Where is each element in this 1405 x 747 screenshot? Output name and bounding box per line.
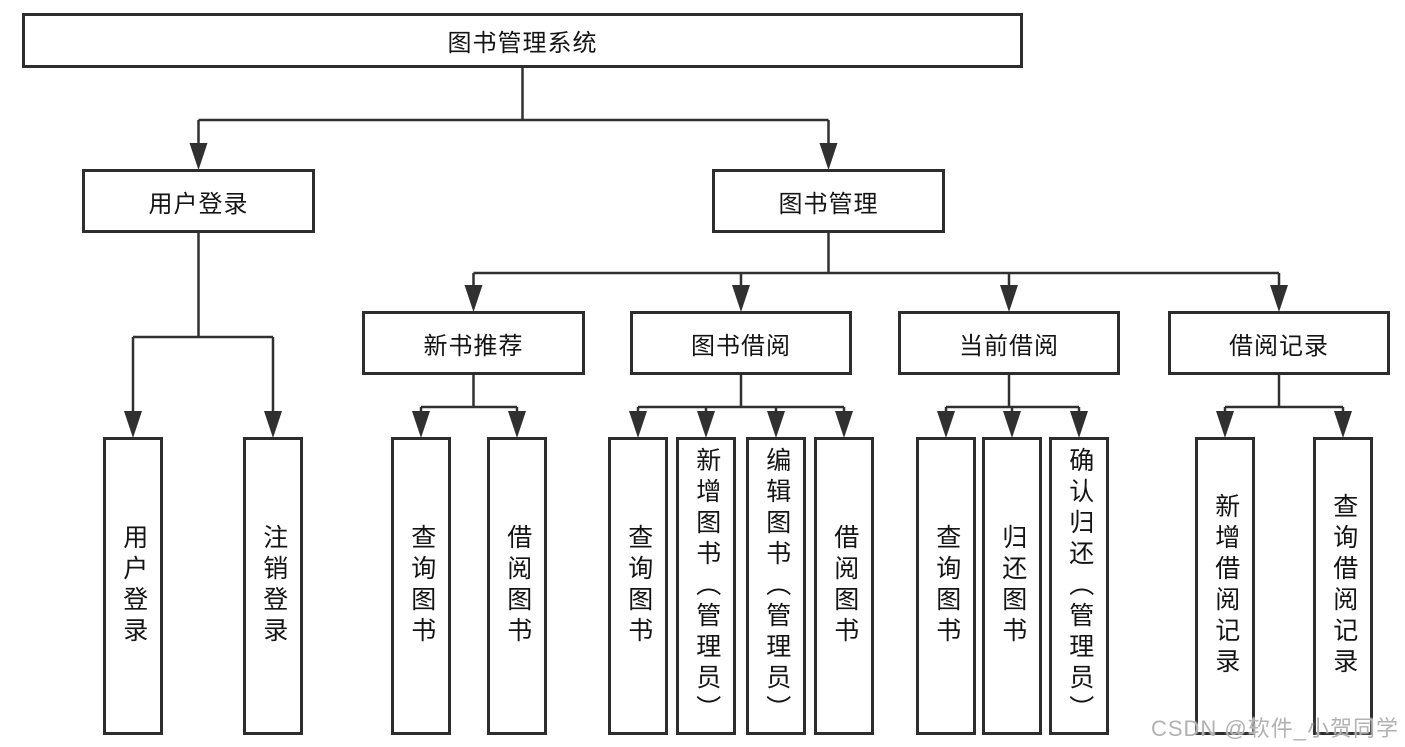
arrowhead [835,411,853,438]
connector-sec0-to-leaves [419,375,519,414]
leaf-borrow-books: 借阅图书 [814,437,874,735]
leaf-borrow-books-recommend: 借阅图书 [487,437,547,735]
node-borrowing-records: 借阅记录 [1168,311,1390,375]
node-user-login-branch: 用户登录 [82,169,315,233]
arrowhead [697,411,715,438]
node-root-label: 图书管理系统 [447,30,598,57]
leaf-query-books-borrowing-label: 查询图书 [624,524,653,648]
arrowhead [189,143,208,170]
leaf-return-books-label: 归还图书 [998,524,1027,648]
leaf-query-books-current-label: 查询图书 [932,524,961,648]
connector-login-to-leaves [131,233,275,414]
leaf-logout-label: 注销登录 [259,524,288,648]
leaf-user-login: 用户登录 [103,437,163,735]
leaf-query-books-recommend: 查询图书 [391,437,451,735]
leaf-add-borrow-record-label: 新增借阅记录 [1211,493,1240,679]
arrowhead [1000,285,1018,312]
connector-sec3-to-leaves [1223,375,1345,414]
node-root: 图书管理系统 [22,13,1023,68]
node-current-borrowing: 当前借阅 [898,311,1120,375]
arrowhead [1270,285,1288,312]
arrowhead [767,411,785,438]
leaf-return-books: 归还图书 [982,437,1042,735]
leaf-query-borrow-record: 查询借阅记录 [1313,437,1373,735]
arrowhead [937,411,955,438]
leaf-add-books-admin: 新增图书（管理员） [676,437,736,735]
arrowhead [124,411,142,438]
leaf-query-borrow-record-label: 查询借阅记录 [1329,493,1358,679]
leaf-borrow-books-recommend-label: 借阅图书 [503,524,532,648]
node-user-login-branch-label: 用户登录 [148,190,249,218]
leaf-logout: 注销登录 [243,437,303,735]
arrowhead [819,143,838,170]
leaf-add-books-admin-label: 新增图书（管理员） [692,446,721,726]
leaf-query-books-current: 查询图书 [916,437,976,735]
node-current-borrowing-label: 当前借阅 [959,332,1059,360]
arrowhead [1216,411,1234,438]
node-borrowing-records-label: 借阅记录 [1229,332,1329,360]
leaf-edit-books-admin: 编辑图书（管理员） [746,437,806,735]
node-new-book-recommendation: 新书推荐 [362,311,585,375]
connector-sec2-to-leaves [944,375,1081,414]
connector-manage-to-sections [472,233,1281,289]
arrowhead [1070,411,1088,438]
leaf-edit-books-admin-label: 编辑图书（管理员） [762,446,791,726]
node-book-management-label: 图书管理 [778,190,879,218]
arrowhead [464,285,483,312]
connector-root-to-level2 [197,68,830,146]
connector-sec1-to-leaves [636,375,846,414]
leaf-add-borrow-record: 新增借阅记录 [1195,437,1255,735]
leaf-confirm-return-admin-label: 确认归还（管理员） [1065,446,1094,726]
node-new-book-recommendation-label: 新书推荐 [423,332,524,360]
leaf-confirm-return-admin: 确认归还（管理员） [1049,437,1109,735]
leaf-borrow-books-label: 借阅图书 [830,524,859,648]
arrowhead [508,411,526,438]
arrowhead [1334,411,1352,438]
arrowhead [629,411,647,438]
node-book-management: 图书管理 [712,169,945,233]
node-book-borrowing-label: 图书借阅 [691,332,791,360]
arrowhead [1003,411,1021,438]
arrowheads [124,143,1352,438]
node-book-borrowing: 图书借阅 [630,311,852,375]
arrowhead [264,411,282,438]
leaf-query-books-borrowing: 查询图书 [608,437,668,735]
arrowhead [732,285,750,312]
leaf-query-books-recommend-label: 查询图书 [407,524,436,648]
arrowhead [412,411,430,438]
leaf-user-login-label: 用户登录 [119,524,148,648]
